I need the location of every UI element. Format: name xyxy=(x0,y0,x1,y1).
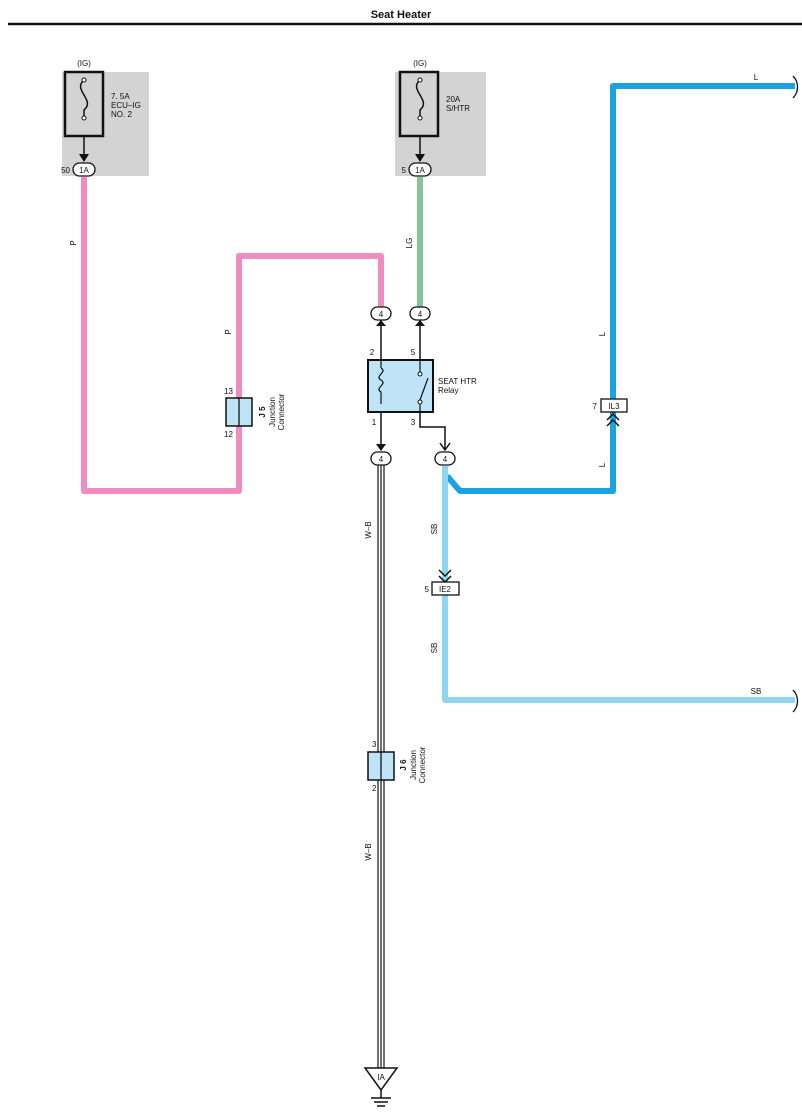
connector-label: 4 xyxy=(443,455,448,464)
switch-contact-icon xyxy=(417,371,423,377)
wire-label-lg: LG xyxy=(405,238,414,249)
fuse-box-ecu-ig: (IG) 7. 5A ECU–IG NO. 2 1A 50 xyxy=(61,59,149,177)
arrow-down-icon xyxy=(415,154,425,162)
connector-label: 1A xyxy=(415,166,425,175)
junction-id: J 6 xyxy=(399,759,408,771)
wire-l xyxy=(444,83,795,494)
fuse-box-s-htr: (IG) 20A S/HTR 1A 5 xyxy=(395,59,486,177)
connector-label: 4 xyxy=(379,310,384,319)
fuse-box-background xyxy=(62,72,149,176)
ground-triangle-icon xyxy=(363,1067,399,1092)
fuse-frame xyxy=(398,70,440,138)
junction-label-line1: Junction xyxy=(409,750,418,780)
pin-number: 50 xyxy=(61,166,70,175)
pin-number: 3 xyxy=(372,740,377,749)
wire-label-sb: SB xyxy=(430,524,439,535)
relay-box xyxy=(367,359,434,413)
wire-sb xyxy=(442,466,795,703)
ground-ia: IA xyxy=(363,1067,399,1107)
relay-pin: 3 xyxy=(411,418,416,427)
relay-name-line2: Relay xyxy=(438,386,458,395)
arrow-up-icon xyxy=(415,320,425,326)
fuse-name-line1: ECU–IG xyxy=(111,101,141,110)
wire-break-icon xyxy=(792,75,799,99)
relay-bottom-connectors: 1 3 4 4 xyxy=(370,412,456,466)
switch-contact-icon xyxy=(417,399,423,405)
fuse-name-line1: S/HTR xyxy=(446,104,470,113)
ground-name: IA xyxy=(377,1073,385,1082)
fuse-source-label: (IG) xyxy=(413,59,427,68)
wire-label-wb: W–B xyxy=(364,843,373,860)
wire-label-p: P xyxy=(69,240,78,245)
wire-label-wb: W–B xyxy=(364,521,373,538)
connector-oval xyxy=(408,162,432,177)
junction-label-line2: Connector xyxy=(418,746,427,783)
junction-id: J 5 xyxy=(258,406,267,418)
connector-ie2: IE2 5 xyxy=(425,569,460,596)
connector-label: 4 xyxy=(379,455,384,464)
relay-pin: 2 xyxy=(370,348,375,357)
fuse-terminal-icon xyxy=(81,77,87,83)
connector-label: 4 xyxy=(418,310,423,319)
junction-connector-j6: 3 2 J 6 Junction Connector xyxy=(367,740,427,793)
relay-seat-htr: SEAT HTR Relay xyxy=(367,359,477,413)
wire-label-l: L xyxy=(754,73,759,82)
pin-number: 7 xyxy=(593,402,598,411)
connector-name: IL3 xyxy=(608,402,620,411)
fuse-terminal-icon xyxy=(81,115,87,121)
fuse-icon xyxy=(79,79,89,118)
relay-switch-icon xyxy=(419,377,429,401)
connector-box xyxy=(600,398,628,413)
connector-oval xyxy=(370,451,392,466)
pin-number: 13 xyxy=(224,387,233,396)
wire-label-l: L xyxy=(598,462,607,467)
relay-top-connectors: 4 4 2 5 xyxy=(370,306,431,360)
wire-label-sb: SB xyxy=(751,687,762,696)
junction-label-line2: Connector xyxy=(277,393,286,430)
relay-coil-icon xyxy=(378,367,384,404)
relay-pin: 5 xyxy=(411,348,416,357)
arrow-down-icon xyxy=(79,154,89,162)
wire-label-l: L xyxy=(598,331,607,336)
connector-oval xyxy=(72,162,96,177)
chevron-up-icon xyxy=(606,412,620,427)
pin-number: 12 xyxy=(224,430,233,439)
wire-label-sb: SB xyxy=(430,643,439,654)
connector-il3: IL3 7 xyxy=(593,398,628,427)
pin-number: 2 xyxy=(372,784,377,793)
relay-pin: 1 xyxy=(372,418,377,427)
fuse-terminal-icon xyxy=(417,77,423,83)
junction-connector-j5: 13 12 J 5 Junction Connector xyxy=(224,387,286,439)
pin-number: 5 xyxy=(425,585,430,594)
fuse-source-label: (IG) xyxy=(77,59,91,68)
fuse-name-line2: NO. 2 xyxy=(111,110,132,119)
fuse-rating: 7. 5A xyxy=(111,92,130,101)
arrow-down-icon xyxy=(376,444,386,451)
fuse-icon xyxy=(415,79,425,118)
fuse-rating: 20A xyxy=(446,95,461,104)
wire-label-p: P xyxy=(224,329,233,334)
junction-label-line1: Junction xyxy=(268,397,277,427)
fuse-terminal-icon xyxy=(417,115,423,121)
connector-label: 1A xyxy=(79,166,89,175)
page-title: Seat Heater xyxy=(371,9,432,21)
arrow-up-icon xyxy=(376,320,386,326)
connector-oval xyxy=(434,451,456,466)
chevron-down-icon xyxy=(439,442,451,452)
fuse-box-background xyxy=(395,72,486,176)
pin-number: 5 xyxy=(402,166,407,175)
wire-break-icon xyxy=(792,689,799,713)
connector-name: IE2 xyxy=(439,585,452,594)
wire-p xyxy=(81,177,384,494)
relay-name-line1: SEAT HTR xyxy=(438,377,477,386)
connector-box xyxy=(431,581,460,596)
